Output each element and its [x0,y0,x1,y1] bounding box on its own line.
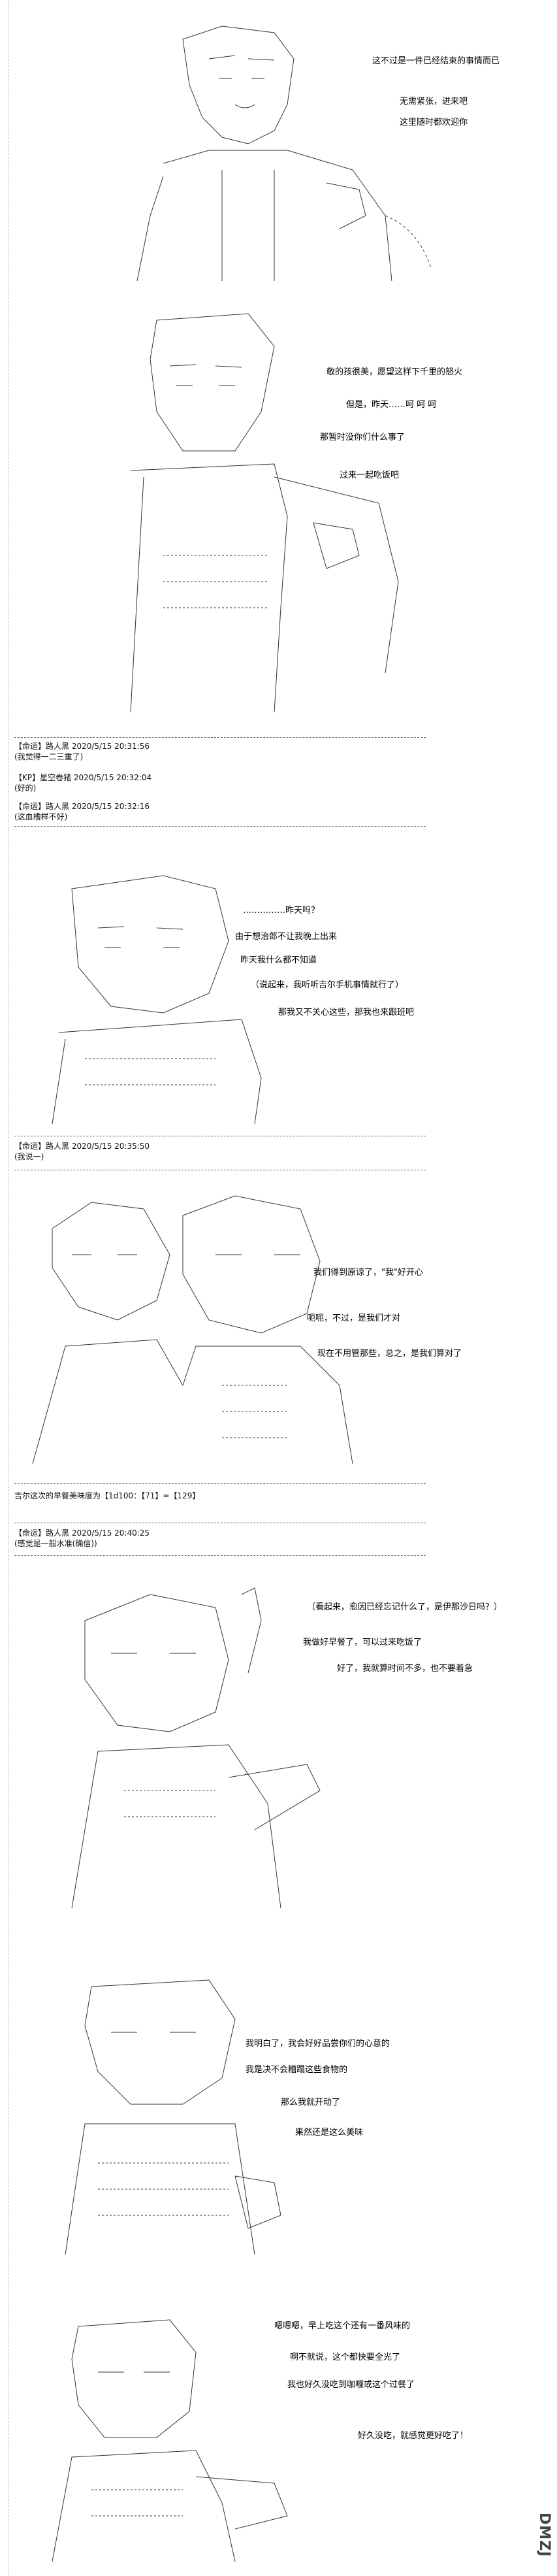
post-meta: 【命运】路人黑 2020/5/15 20:31:56 [14,742,150,751]
chat-post: 【命运】路人黑 2020/5/15 20:32:16 (这血槽样不好) [14,801,543,822]
dialogue-line: （说起来，我听听吉尔手机事情就行了） [251,980,404,990]
dialogue-line: 无需紧张，进来吧 [400,97,468,107]
site-watermark: DMZJ [536,2513,554,2571]
dice-roll-result: 吉尔这次的早餐美味度为【1d100：【71】=【129】 [14,1491,200,1500]
dialogue-line: （看起来，愈因已经忘记什么了，是伊那沙日吗？） [307,1602,503,1612]
ascii-art-scene-3 [46,863,281,1137]
ascii-art-scene-2 [104,307,431,725]
post-meta: 【命运】路人黑 2020/5/15 20:40:25 [14,1528,150,1538]
post-text: (我觉得一二三重了) [14,752,84,762]
dialogue-line: 我做好早餐了，可以过来吃饭了 [303,1638,422,1647]
post-text: (我说一) [14,1152,44,1162]
dialogue-line: 敬的孩很美，愿望这样下千里的怒火 [326,367,463,377]
dialogue-line: 那暂时没你们什么事了 [320,433,406,442]
chat-post: 【命运】路人黑 2020/5/15 20:31:56 (我觉得一二三重了) [14,741,543,762]
separator [14,737,426,738]
dialogue-line: 我也好久没吃到咖喱或这个过餐了 [287,2380,415,2390]
watermark-text: DMZJ [536,2513,552,2558]
left-margin-rule [0,0,8,2576]
post-meta: 【KP】星空卷猪 2020/5/15 20:32:04 [14,773,152,782]
dialogue-line: 过来一起吃饭吧 [340,471,400,480]
chat-post: 【命运】路人黑 2020/5/15 20:35:50 (我说一) [14,1141,543,1162]
dialogue-line: 由于想治郎不让我晚上出来 [235,932,338,942]
ascii-art-scene-1 [78,20,444,294]
dialogue-line: 好了，我就算时间不多，也不要着急 [337,1664,473,1674]
separator [14,1555,426,1556]
post-text: (感觉是一般水准(确信)) [14,1539,97,1549]
dialogue-line: 好久没吃，就感觉更好吃了！ [358,2431,469,2441]
ascii-art-scene-6 [39,1967,300,2268]
dialogue-line: 那我又不关心这些，那我也来跟班吧 [278,1008,415,1017]
dialogue-line: 嗯嗯嗯，早上吃这个还有一番风味的 [274,2321,411,2331]
ascii-art-scene-4 [26,1189,366,1477]
dialogue-line: 果然还是这么美味 [295,2128,364,2138]
post-text: (好的) [14,784,37,793]
chat-post: 【KP】星空卷猪 2020/5/15 20:32:04 (好的) [14,772,543,793]
ascii-art-scene-7 [39,2307,313,2568]
post-text: (这血槽样不好) [14,812,68,822]
dialogue-line: ……………昨天吗？ [243,906,320,916]
ascii-art-scene-5 [59,1581,333,1921]
post-meta: 【命运】路人黑 2020/5/15 20:35:50 [14,1142,150,1151]
dialogue-line: 这不过是一件已经结束的事情而已 [372,56,500,66]
dialogue-line: 我明白了，我会好好品尝你们的心意的 [246,2039,390,2049]
chat-post: 【命运】路人黑 2020/5/15 20:40:25 (感觉是一般水准(确信)) [14,1528,543,1549]
dialogue-line: 啊不就说，这个都快要全光了 [290,2353,401,2362]
dialogue-line: 那么我就开动了 [281,2098,341,2107]
separator [14,826,426,827]
dialogue-line: 现在不用管那些，总之，是我们算对了 [317,1349,462,1359]
dialogue-line: 这里随时都欢迎你 [400,118,468,127]
dialogue-line: 呃呃，不过，是我们才对 [307,1313,401,1323]
dialogue-line: 我们得到原谅了，"我"好开心 [313,1268,423,1278]
dialogue-line: 我是决不会糟蹋这些食物的 [246,2065,348,2075]
separator [14,1483,426,1484]
post-meta: 【命运】路人黑 2020/5/15 20:32:16 [14,802,150,811]
dialogue-line: 昨天我什么都不知道 [240,955,317,965]
dialogue-line: 但是，昨天……呵 呵 呵 [346,400,437,410]
